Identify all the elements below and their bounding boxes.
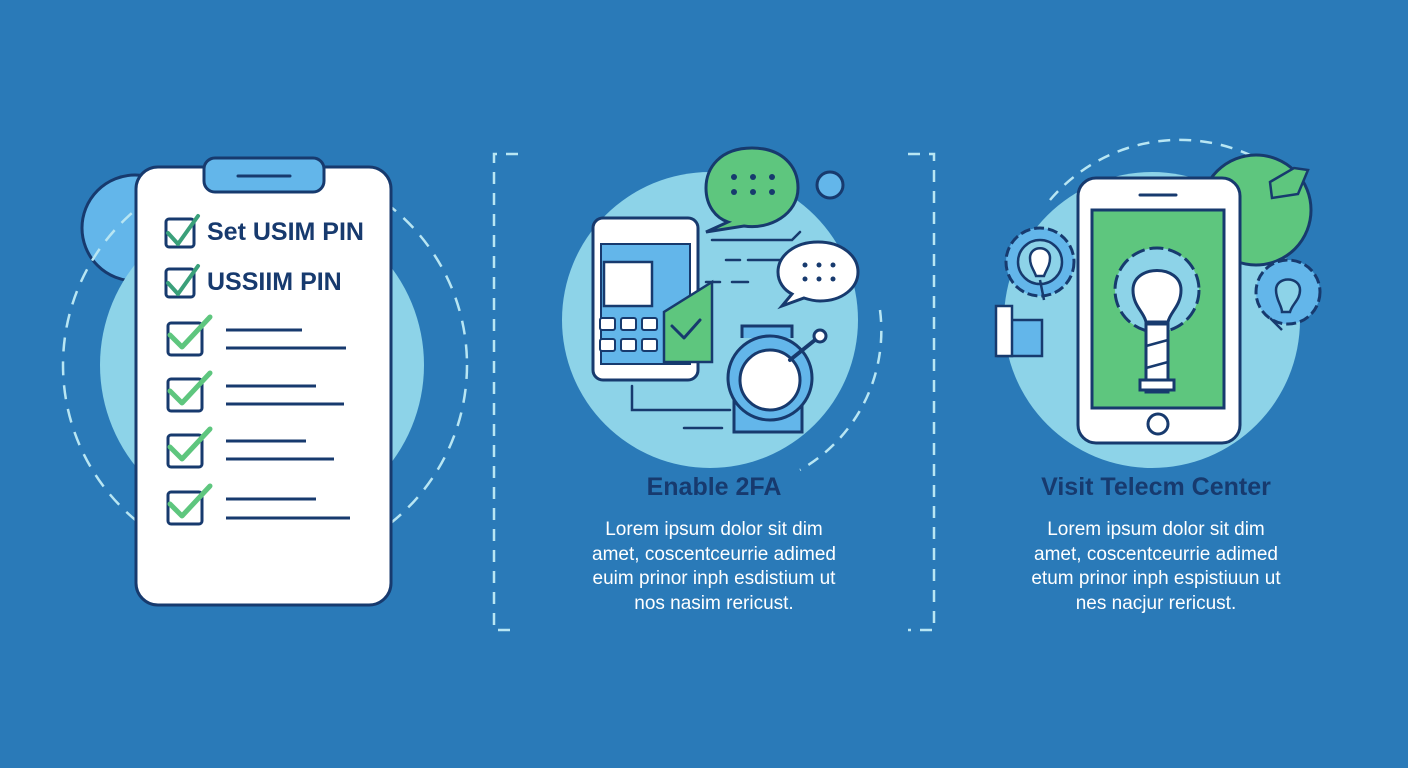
decor-dot <box>815 170 845 200</box>
checklist-item-1-label: Set USIM PIN <box>207 218 364 246</box>
checklist-panel <box>61 156 469 607</box>
bracket-right <box>908 152 936 632</box>
checkbox-icon <box>164 214 200 249</box>
step-title-enable-2fa: Enable 2FA <box>646 473 782 501</box>
step-telecom-center-illustration <box>994 138 1322 468</box>
connector-lines <box>630 230 802 430</box>
step-title-visit-telecom-center: Visit Telecm Center <box>1041 473 1271 501</box>
step-enable-2fa-illustration <box>492 146 936 632</box>
phone-icon <box>591 216 714 382</box>
decor-dashed-arc <box>799 309 883 472</box>
gear-icon <box>1254 258 1322 331</box>
checklist-row <box>166 483 350 526</box>
step-body-enable-2fa: Lorem ipsum dolor sit dim amet, coscentc… <box>592 519 836 614</box>
checkbox-icon <box>164 264 200 299</box>
checklist-item-2-label: USSIIM PIN <box>207 268 342 296</box>
chat-bubble-icon <box>776 240 860 310</box>
checklist-row <box>166 370 344 413</box>
decor-dashed-arc <box>1049 138 1261 201</box>
user-icon <box>994 304 1044 358</box>
step-body-visit-telecom-center: Lorem ipsum dolor sit dim amet, coscentc… <box>1031 519 1281 614</box>
decor-flag <box>1268 166 1310 200</box>
lightbulb-icon <box>1028 247 1052 301</box>
bracket-left <box>492 152 518 632</box>
checklist-row <box>166 426 334 469</box>
checklist-row <box>166 314 346 357</box>
chat-bubble-icon <box>704 146 800 234</box>
stopwatch-icon <box>726 324 828 434</box>
smartphone-icon <box>1076 176 1242 445</box>
